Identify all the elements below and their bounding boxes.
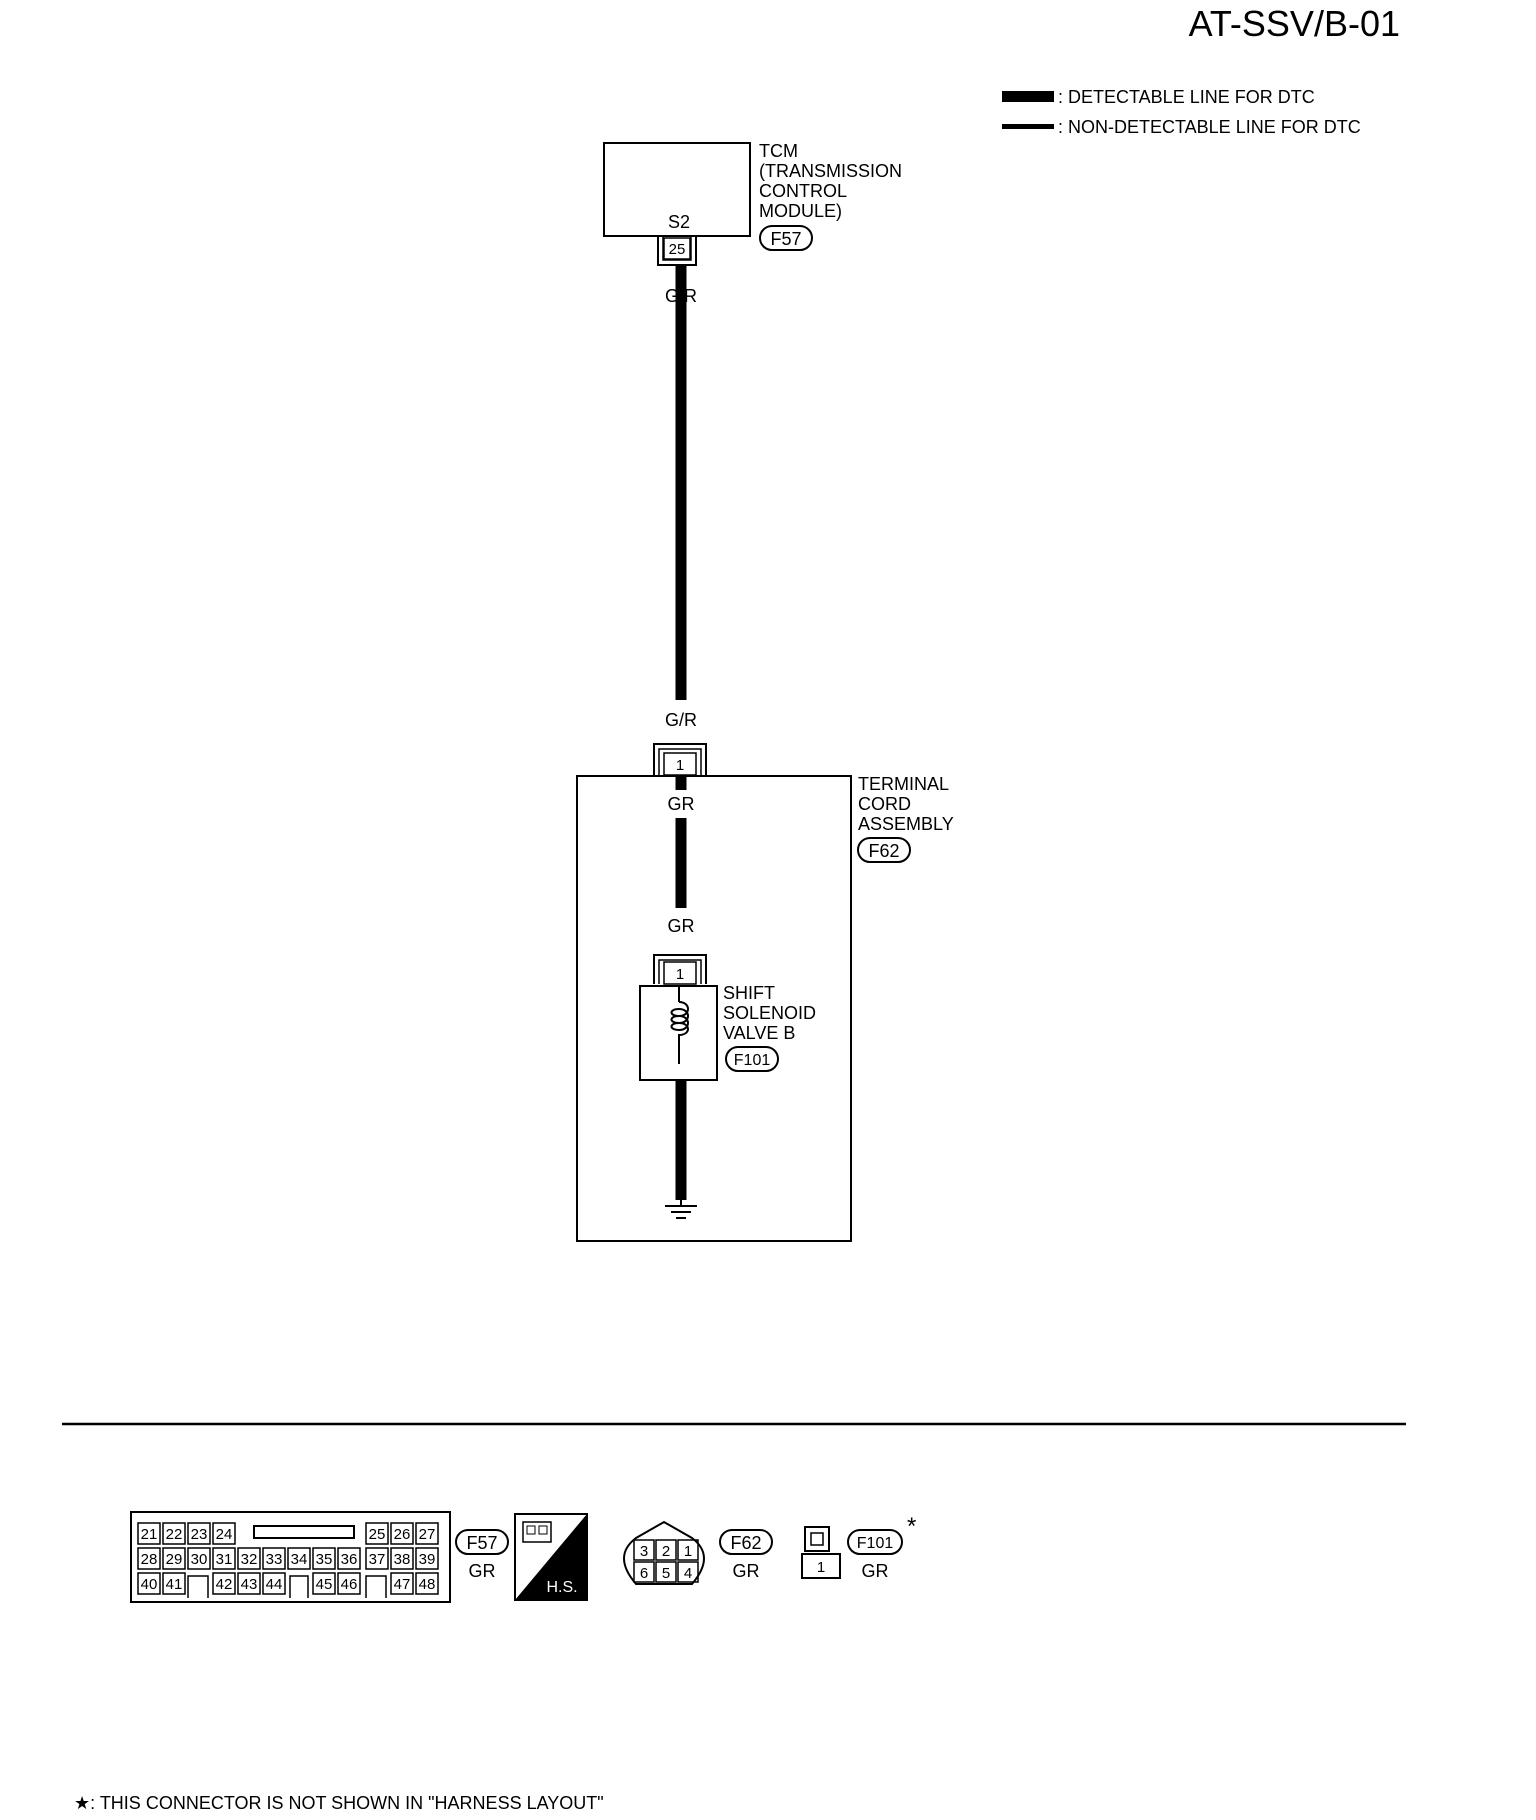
tcm-label-line-3: CONTROL [759, 181, 847, 201]
f57-pin: 26 [394, 1526, 411, 1543]
f57-pin: 37 [369, 1551, 386, 1568]
solenoid-label-line-3: VALVE B [723, 1023, 795, 1043]
tcm-connector-badge [759, 225, 813, 251]
connector-face-f57: 21 22 23 24 25 26 27 [130, 1511, 509, 1603]
f62-pin: 2 [662, 1543, 670, 1560]
f57-pin: 22 [166, 1526, 183, 1543]
f57-pin: 48 [419, 1576, 436, 1593]
f57-pin: 30 [191, 1551, 208, 1568]
f57-row3: 40 41 42 43 44 45 46 47 48 [137, 1572, 439, 1598]
f57-row1-right: 25 26 27 [365, 1522, 439, 1545]
f57-pin: 28 [141, 1551, 158, 1568]
hs-label: H.S. [546, 1579, 577, 1596]
terminal-cord-pin-number: 1 [676, 757, 684, 774]
f57-pin: 35 [316, 1551, 333, 1568]
tcm-terminal-name: S2 [668, 212, 690, 232]
f62-pin: 6 [640, 1565, 648, 1582]
solenoid-connector-badge [725, 1046, 779, 1072]
wire-color-bottom: G/R [665, 710, 697, 730]
legend-non-detectable-label: : NON-DETECTABLE LINE FOR DTC [1058, 117, 1361, 137]
inner-wire-color-2: GR [668, 916, 695, 936]
solenoid-label-line-2: SOLENOID [723, 1003, 816, 1023]
f57-row1-left: 21 22 23 24 [137, 1522, 236, 1545]
f57-pin: 44 [266, 1576, 283, 1593]
f57-pin: 39 [419, 1551, 436, 1568]
f57-pin: 21 [141, 1526, 158, 1543]
f57-pin: 36 [341, 1551, 358, 1568]
tcm-module: S2 TCM (TRANSMISSION CONTROL MODULE) F57 [603, 141, 902, 251]
harness-side-icon: H.S. [514, 1513, 588, 1601]
f57-pin: 41 [166, 1576, 183, 1593]
f57-pin: 34 [291, 1551, 308, 1568]
f62-connector-color: GR [733, 1561, 760, 1581]
f57-pin: 40 [141, 1576, 158, 1593]
terminal-cord-label-line-2: CORD [858, 794, 911, 814]
f62-pin: 4 [684, 1565, 692, 1582]
f57-pin: 27 [419, 1526, 436, 1543]
f57-pin: 42 [216, 1576, 233, 1593]
solenoid-pin-connector: 1 [653, 954, 707, 985]
f62-pin: 5 [662, 1565, 670, 1582]
f62-connector-id: F62 [730, 1533, 761, 1553]
f57-pin: 45 [316, 1576, 333, 1593]
terminal-cord-assembly: TERMINAL CORD ASSEMBLY F62 [576, 774, 954, 1242]
inner-wire-color-1: GR [668, 794, 695, 814]
terminal-cord-label-line-1: TERMINAL [858, 774, 949, 794]
footnote: ★: THIS CONNECTOR IS NOT SHOWN IN "HARNE… [74, 1793, 604, 1813]
solenoid-connector-id: F101 [734, 1052, 771, 1069]
tcm-label-line-1: TCM [759, 141, 798, 161]
f57-pin: 31 [216, 1551, 233, 1568]
f101-connector-id: F101 [857, 1535, 894, 1552]
solenoid-pin-number: 1 [676, 966, 684, 983]
tcm-connector-id: F57 [770, 229, 801, 249]
f57-connector-color: GR [469, 1561, 496, 1581]
f101-asterisk: * [907, 1513, 916, 1540]
f57-connector-id: F57 [466, 1533, 497, 1553]
shift-solenoid-valve: SHIFT SOLENOID VALVE B F101 [639, 983, 816, 1081]
f57-pin: 24 [216, 1526, 233, 1543]
f57-lock-slot [253, 1525, 355, 1539]
f101-connector-color: GR [862, 1561, 889, 1581]
f57-pin: 33 [266, 1551, 283, 1568]
legend-non-detectable-swatch [1002, 124, 1054, 129]
tcm-pin-number: 25 [669, 241, 686, 258]
solenoid-coil-icon [670, 1001, 689, 1062]
f62-pin: 1 [684, 1543, 692, 1560]
legend: : DETECTABLE LINE FOR DTC : NON-DETECTAB… [1002, 87, 1361, 137]
f57-connector-badge [455, 1529, 509, 1555]
f62-connector-badge [719, 1529, 773, 1555]
connector-face-f62: 3 2 1 6 5 4 F62 GR [623, 1520, 773, 1585]
terminal-cord-label-line-3: ASSEMBLY [858, 814, 954, 834]
tcm-label-line-2: (TRANSMISSION [759, 161, 902, 181]
f57-pin: 46 [341, 1576, 358, 1593]
connector-face-f101: 1 F101 GR * [801, 1513, 916, 1581]
f57-row2: 28 29 30 31 32 33 34 35 36 37 38 39 [137, 1547, 439, 1570]
terminal-cord-box [576, 775, 852, 1242]
f101-connector-badge [847, 1529, 903, 1555]
f57-pin: 38 [394, 1551, 411, 1568]
terminal-cord-pin-connector: 1 [653, 743, 707, 776]
f62-pin: 3 [640, 1543, 648, 1560]
f57-pin: 47 [394, 1576, 411, 1593]
tcm-label-line-4: MODULE) [759, 201, 842, 221]
tcm-pin-connector: 25 [657, 236, 697, 266]
f57-pin: 25 [369, 1526, 386, 1543]
tcm-box [603, 142, 751, 237]
f101-pin: 1 [817, 1559, 825, 1576]
f57-pin: 23 [191, 1526, 208, 1543]
f57-pin: 32 [241, 1551, 258, 1568]
f57-pin: 29 [166, 1551, 183, 1568]
legend-detectable-label: : DETECTABLE LINE FOR DTC [1058, 87, 1315, 107]
legend-detectable-swatch [1002, 91, 1054, 102]
solenoid-label-line-1: SHIFT [723, 983, 775, 1003]
terminal-cord-connector-id: F62 [868, 841, 899, 861]
ground-icon [665, 1200, 697, 1219]
terminal-cord-connector-badge [857, 837, 911, 863]
diagram-title: AT-SSV/B-01 [1189, 3, 1400, 44]
f57-pin: 43 [241, 1576, 258, 1593]
